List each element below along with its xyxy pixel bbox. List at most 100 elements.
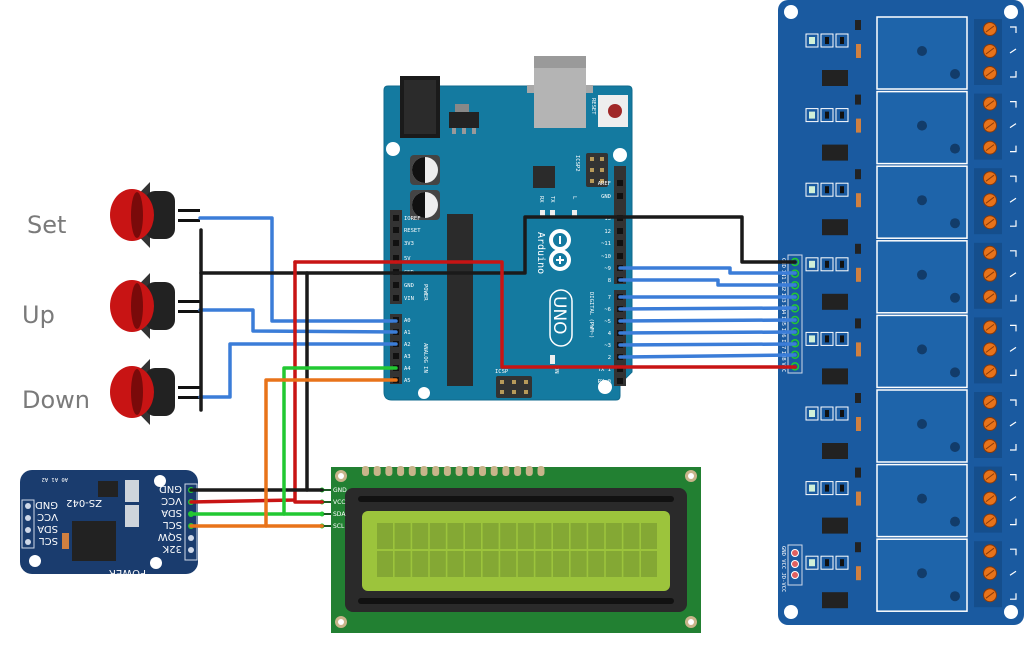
optocoupler: [822, 517, 848, 534]
digital-pin[interactable]: [617, 366, 623, 372]
relay-jumper-header: GND VCC JD-VCC: [780, 546, 799, 592]
button-label-down: Down: [22, 386, 90, 414]
push-button-set[interactable]: [110, 182, 200, 248]
lcd-cell: [465, 523, 481, 549]
relay-jumper-pin[interactable]: [791, 560, 799, 568]
on-label: ON: [553, 367, 559, 374]
analog-pin-label: A0: [404, 318, 411, 324]
push-button-down[interactable]: [110, 359, 200, 425]
relay-channels: [805, 16, 1017, 612]
power-pin-label: 5V: [404, 256, 411, 262]
wires: [189, 215, 797, 528]
lcd-cell: [412, 523, 429, 549]
wire-d3-in7[interactable]: [618, 342, 797, 347]
lcd-pin-label: VCC: [333, 499, 345, 506]
arduino-logo: [549, 229, 571, 271]
power-pin[interactable]: [393, 240, 399, 246]
rtc-pin[interactable]: [25, 515, 31, 521]
analog-pin-label: A5: [404, 378, 411, 384]
digital-pin[interactable]: [617, 253, 623, 259]
relay-channel: [805, 165, 1017, 239]
rtc-chip-label: ZS-042: [66, 497, 102, 508]
rtc-pin-label: VCC: [161, 495, 182, 506]
lcd-cell: [394, 551, 411, 577]
lcd-pin-label: GND: [333, 487, 347, 494]
relay-channel: [805, 314, 1017, 389]
wire-sda-a4[interactable]: [282, 366, 398, 516]
digital-pin-label: 7: [608, 295, 611, 301]
power-pin[interactable]: [393, 227, 399, 233]
rtc-pin[interactable]: [188, 535, 194, 541]
lcd-pin-label: SCL: [333, 523, 345, 530]
digital-pin[interactable]: [617, 180, 623, 186]
push-button-up[interactable]: [110, 273, 200, 339]
power-pin[interactable]: [393, 295, 399, 301]
power-pin-label: 3V3: [404, 241, 414, 247]
button-labels: Set Up Down: [22, 211, 90, 414]
lcd-cell: [429, 551, 446, 577]
digital-pin-label: ~10: [601, 254, 611, 260]
relay-channel: [805, 240, 1017, 314]
power-pin-label: GND: [404, 283, 414, 289]
relay-jumper-pin[interactable]: [791, 549, 799, 557]
digital-pin-label: ~11: [601, 241, 611, 247]
rtc-pin[interactable]: [25, 503, 31, 509]
lcd-cell: [500, 551, 517, 577]
analog-pin-label: A4: [404, 366, 411, 372]
icsp2-label: ICSP2: [574, 155, 580, 172]
power-pin[interactable]: [393, 255, 399, 261]
digital-pin-label: TX 1: [598, 367, 611, 373]
lcd-cell: [447, 551, 464, 577]
relay-jumper-pin[interactable]: [791, 571, 799, 579]
digital-pin[interactable]: [617, 228, 623, 234]
digital-pin-label: 4: [608, 331, 612, 337]
tx-label: TX: [549, 196, 555, 203]
capacitors: [410, 155, 440, 220]
digital-pin-label: 13: [604, 216, 611, 222]
lcd-cell: [412, 551, 429, 577]
lcd-cell: [465, 551, 481, 577]
lcd-pin-label: SDA: [333, 511, 346, 518]
wire-d9-in1[interactable]: [618, 266, 797, 275]
wire-d4-in6[interactable]: [618, 330, 797, 335]
analog-pin[interactable]: [393, 353, 399, 359]
digital-pin[interactable]: [617, 240, 623, 246]
lcd-cell: [482, 523, 499, 549]
rx-label: RX: [538, 196, 544, 203]
lcd-cell: [553, 523, 569, 549]
wire-down-a2[interactable]: [198, 342, 398, 399]
lcd-cell: [623, 523, 640, 549]
wire-up-a1[interactable]: [198, 308, 398, 334]
digital-label: DIGITAL (PWM~): [588, 292, 594, 338]
power-pin[interactable]: [393, 282, 399, 288]
rtc-pin[interactable]: [25, 527, 31, 533]
lcd-character-grid: [377, 523, 657, 577]
rtc-pin-label: GND: [159, 483, 182, 494]
lcd-cell: [605, 523, 622, 549]
wire-d5-in5[interactable]: [618, 318, 797, 323]
l-label: L: [571, 196, 577, 200]
digital-pin[interactable]: [617, 193, 623, 199]
digital-pin-label: 12: [604, 229, 611, 235]
rtc-pin-label: SDA: [37, 523, 58, 534]
rtc-pin[interactable]: [188, 547, 194, 553]
digital-pin-label: ~5: [604, 319, 611, 325]
wire-d2-in8[interactable]: [618, 353, 797, 359]
rtc-pin[interactable]: [25, 539, 31, 545]
wire-5v-relay[interactable]: [394, 260, 797, 369]
power-pin[interactable]: [393, 215, 399, 221]
digital-pin[interactable]: [617, 378, 623, 384]
lcd-module: GND VCC SDA SCL: [319, 466, 701, 633]
digital-pin-label: GND: [601, 194, 611, 200]
button-label-up: Up: [22, 301, 55, 329]
optocoupler: [822, 70, 848, 86]
wire-d6-in4[interactable]: [618, 306, 797, 311]
wire-scl-a5[interactable]: [264, 378, 398, 528]
wire-5v-rtc[interactable]: [189, 260, 297, 504]
wire-set-a0[interactable]: [198, 216, 398, 323]
wire-d8-in2[interactable]: [618, 278, 797, 287]
power-pin-label: RESET: [404, 228, 421, 234]
